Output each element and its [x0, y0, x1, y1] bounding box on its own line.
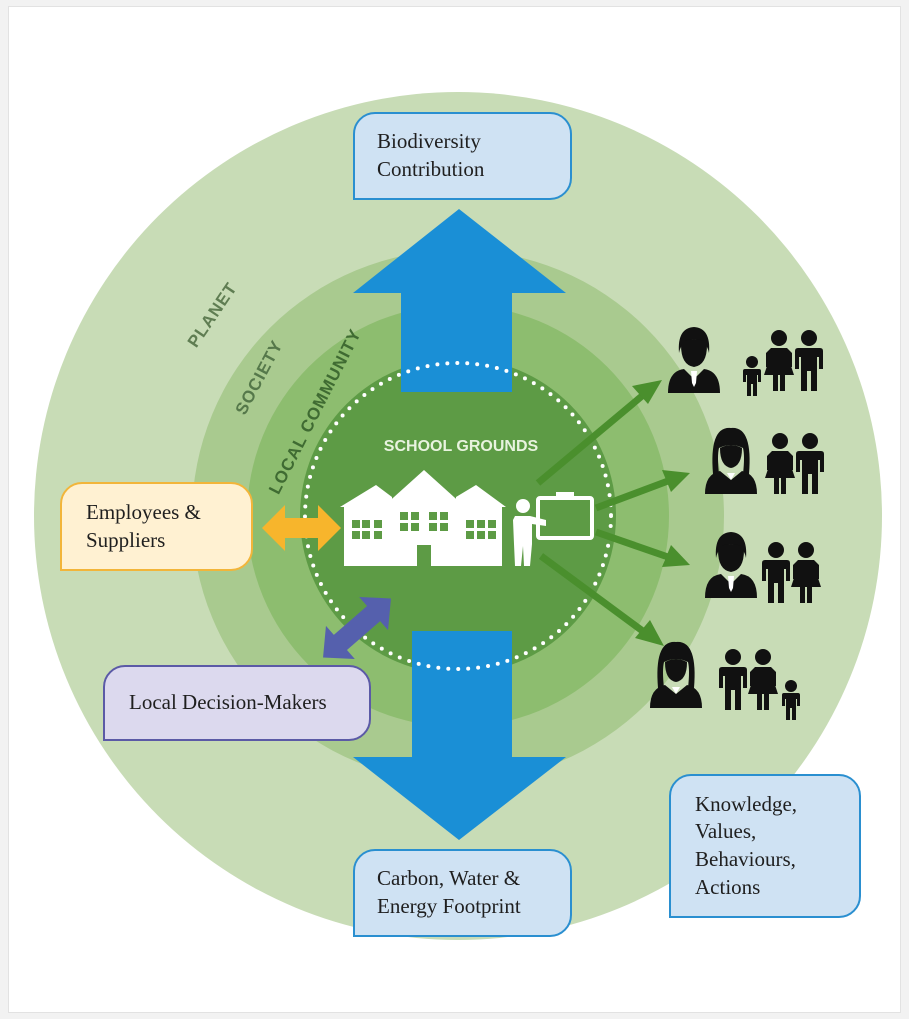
decision-makers-text: Local Decision-Makers	[129, 690, 327, 715]
employees-text: Employees & Suppliers	[86, 499, 201, 552]
footprint-text: Carbon, Water & Energy Footprint	[377, 866, 521, 918]
employees-box: Employees & Suppliers	[60, 482, 253, 571]
footprint-box: Carbon, Water & Energy Footprint	[353, 849, 572, 937]
biodiversity-arrow	[353, 209, 566, 392]
knowledge-text: Knowledge, Values, Behaviours, Actions	[695, 791, 798, 899]
biodiversity-box: Biodiversity Contribution	[353, 112, 572, 200]
biodiversity-text: Biodiversity Contribution	[377, 129, 485, 181]
decision-makers-box: Local Decision-Makers	[103, 665, 371, 741]
knowledge-box: Knowledge, Values, Behaviours, Actions	[669, 774, 861, 918]
footprint-arrow	[353, 631, 566, 840]
school-grounds-label: SCHOOL GROUNDS	[384, 438, 539, 455]
decision-makers-arrow	[323, 596, 391, 660]
outreach-arrows	[535, 380, 690, 646]
school-windows	[352, 512, 496, 566]
teacher-at-board-icon	[513, 492, 594, 566]
school-boundary	[303, 361, 613, 671]
employees-arrow	[262, 505, 341, 551]
